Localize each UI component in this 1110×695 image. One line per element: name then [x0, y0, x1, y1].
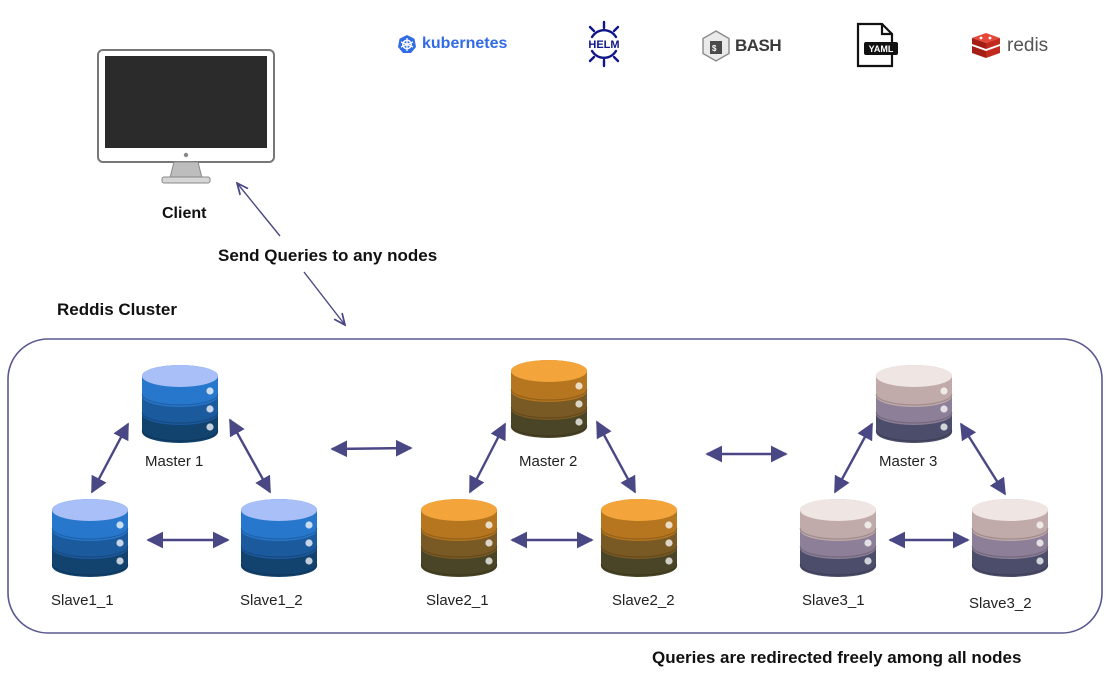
client-computer	[96, 48, 278, 193]
db-indicator-dot	[116, 521, 124, 529]
link-m3-s32	[959, 422, 1007, 496]
db-indicator-dot	[305, 539, 313, 547]
db-indicator-dot	[575, 400, 583, 408]
db-indicator-dot	[206, 387, 214, 395]
db-indicator-dot	[940, 405, 948, 413]
query-note: Send Queries to any nodes	[218, 246, 438, 265]
link-m3-s31	[833, 422, 874, 494]
yaml-wordmark: YAML	[869, 44, 894, 54]
redis-cube-icon	[972, 33, 1000, 58]
node-label-master-2: Master 2	[519, 453, 578, 470]
db-indicator-dot	[575, 418, 583, 426]
kubernetes-icon	[398, 35, 416, 53]
node-label-master-3: Master 3	[879, 453, 938, 470]
node-label-slave1-1: Slave1_1	[51, 592, 114, 609]
node-label-slave1-2: Slave1_2	[240, 592, 303, 609]
yaml-file-icon: YAML	[856, 22, 898, 68]
db-indicator-dot	[1036, 557, 1044, 565]
db-indicator-dot	[485, 521, 493, 529]
bash-wordmark: BASH	[735, 36, 782, 55]
svg-text:$: $	[712, 44, 717, 53]
monitor-icon	[97, 49, 275, 184]
bash-terminal-icon: $	[702, 30, 730, 62]
link-m1-s11	[90, 422, 130, 494]
node-label-slave3-2: Slave3_2	[969, 595, 1032, 612]
yaml-logo: YAML	[852, 22, 898, 68]
db-indicator-dot	[206, 405, 214, 413]
client-arrow-down	[303, 271, 345, 325]
db-indicator-dot	[665, 539, 673, 547]
db-indicator-dot	[864, 521, 872, 529]
node-label-slave2-2: Slave2_2	[612, 592, 675, 609]
db-master-2	[510, 360, 588, 438]
link-g1-g2	[330, 439, 413, 458]
redis-wordmark: redis	[1007, 35, 1049, 56]
db-slave3-2	[971, 499, 1049, 577]
db-indicator-dot	[116, 557, 124, 565]
helm-icon: HELM	[588, 20, 620, 68]
db-master-1	[141, 365, 219, 443]
db-slave3-1	[799, 499, 877, 577]
link-m1-s12	[228, 418, 272, 494]
db-indicator-dot	[305, 521, 313, 529]
node-label-master-1: Master 1	[145, 453, 204, 470]
db-indicator-dot	[206, 423, 214, 431]
db-slave1-2	[240, 499, 318, 577]
db-indicator-dot	[940, 423, 948, 431]
db-indicator-dot	[485, 557, 493, 565]
helm-wordmark: HELM	[588, 39, 619, 51]
client-arrow-up	[237, 183, 281, 237]
db-indicator-dot	[665, 557, 673, 565]
redis-logo: redis	[970, 31, 1048, 61]
db-slave2-1	[420, 499, 498, 577]
db-indicator-dot	[864, 557, 872, 565]
link-m2-s22	[595, 420, 637, 494]
db-master-3	[875, 365, 953, 443]
kubernetes-logo: kubernetes	[397, 34, 507, 54]
node-label-slave3-1: Slave3_1	[802, 592, 865, 609]
link-m2-s21	[468, 422, 507, 494]
bash-logo: $ BASH	[702, 30, 782, 62]
db-slave2-2	[600, 499, 678, 577]
helm-logo: HELM	[580, 20, 628, 68]
db-indicator-dot	[575, 382, 583, 390]
db-indicator-dot	[116, 539, 124, 547]
client-label: Client	[162, 205, 207, 222]
db-indicator-dot	[864, 539, 872, 547]
footer-note: Queries are redirected freely among all …	[652, 648, 1022, 667]
db-indicator-dot	[940, 387, 948, 395]
db-indicator-dot	[305, 557, 313, 565]
db-slave1-1	[51, 499, 129, 577]
db-indicator-dot	[1036, 539, 1044, 547]
db-indicator-dot	[1036, 521, 1044, 529]
cluster-title: Reddis Cluster	[57, 300, 177, 319]
cluster-boundary	[7, 338, 1103, 634]
db-indicator-dot	[485, 539, 493, 547]
kubernetes-wordmark: kubernetes	[422, 35, 508, 52]
db-indicator-dot	[665, 521, 673, 529]
node-label-slave2-1: Slave2_1	[426, 592, 489, 609]
